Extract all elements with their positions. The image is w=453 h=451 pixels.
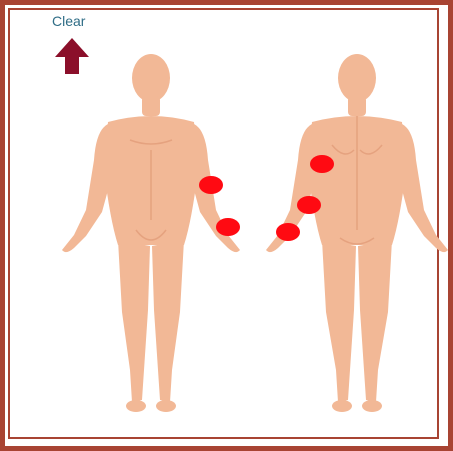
front-body-figure[interactable]: [56, 50, 246, 422]
front-body-illustration: [56, 50, 246, 422]
front-marker-forearm[interactable]: [216, 218, 240, 236]
back-marker-forearm[interactable]: [276, 223, 300, 241]
back-marker-upper-arm[interactable]: [310, 155, 334, 173]
front-marker-upper-arm[interactable]: [199, 176, 223, 194]
clear-label: Clear: [52, 13, 85, 29]
back-marker-elbow[interactable]: [297, 196, 321, 214]
